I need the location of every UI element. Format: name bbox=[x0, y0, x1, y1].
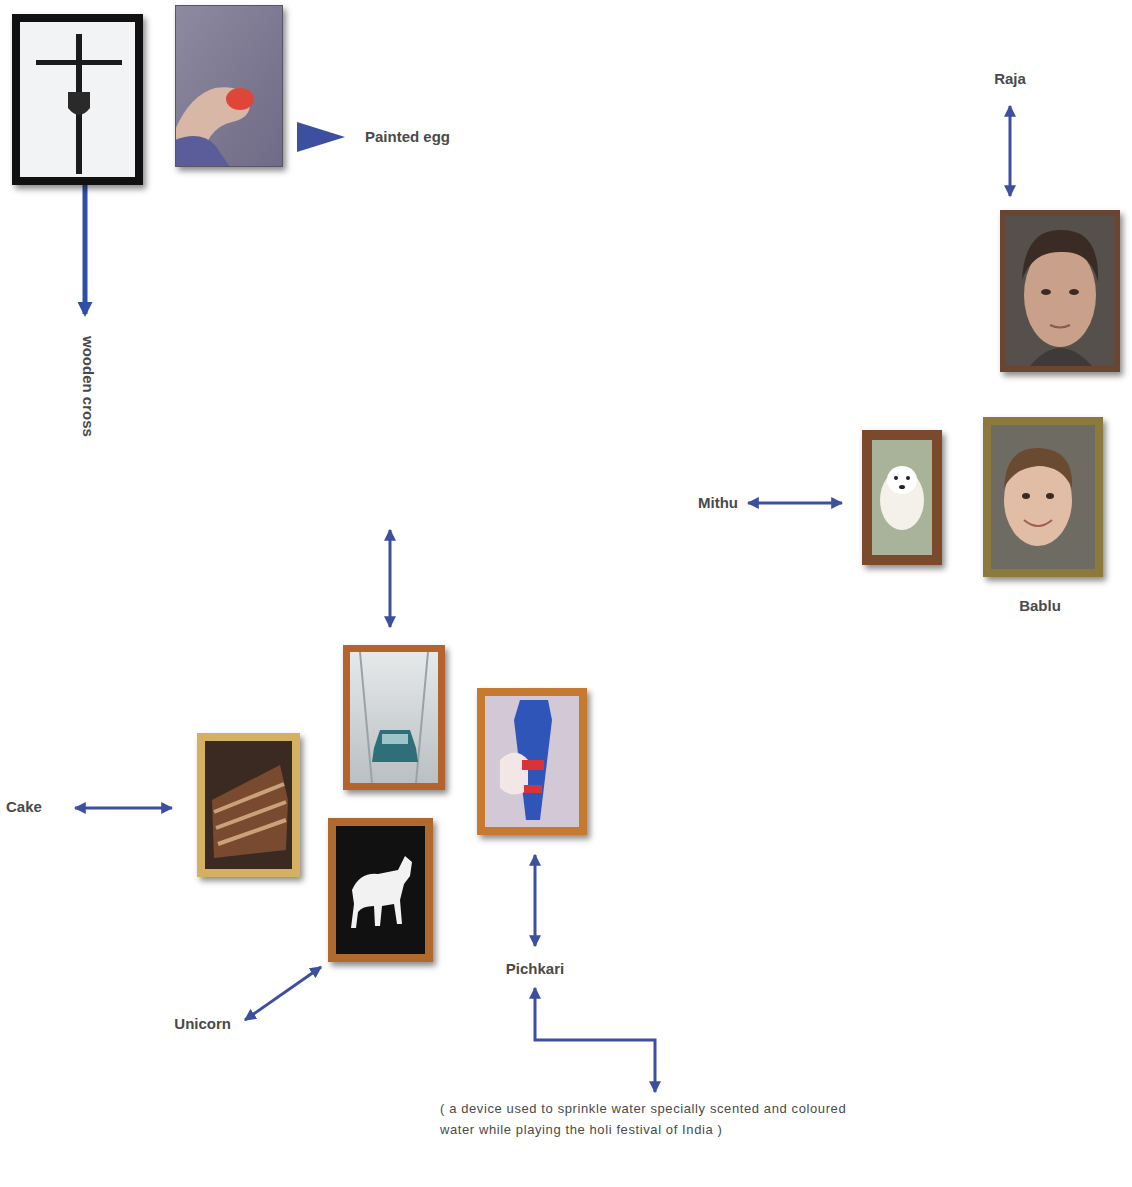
picture-frame: wooden cross bbox=[12, 14, 143, 185]
picture-frame: Raja bbox=[1000, 210, 1120, 372]
picture-label: wooden cross bbox=[80, 336, 97, 437]
picture-label: Raja bbox=[994, 70, 1026, 87]
note-text: ( a device used to sprinkle water specia… bbox=[440, 1098, 870, 1141]
picture-frame: Cake bbox=[197, 733, 300, 877]
picture-label: Unicorn bbox=[174, 1015, 231, 1032]
picture-label: Cake bbox=[6, 798, 42, 815]
picture-frame: Bablu bbox=[983, 417, 1103, 577]
pointer-triangle bbox=[297, 122, 345, 152]
picture-frame: Unicorn bbox=[328, 818, 433, 962]
picture-label: Pichkari bbox=[506, 960, 564, 977]
picture-label: Painted egg bbox=[365, 128, 450, 145]
picture-frame: Painted egg bbox=[175, 5, 283, 167]
picture-frame bbox=[343, 645, 445, 790]
picture-label: Bablu bbox=[1019, 597, 1061, 614]
picture-frame: Pichkari bbox=[477, 688, 587, 835]
picture-frame: Mithu bbox=[862, 430, 942, 565]
picture-label: Mithu bbox=[698, 494, 738, 511]
